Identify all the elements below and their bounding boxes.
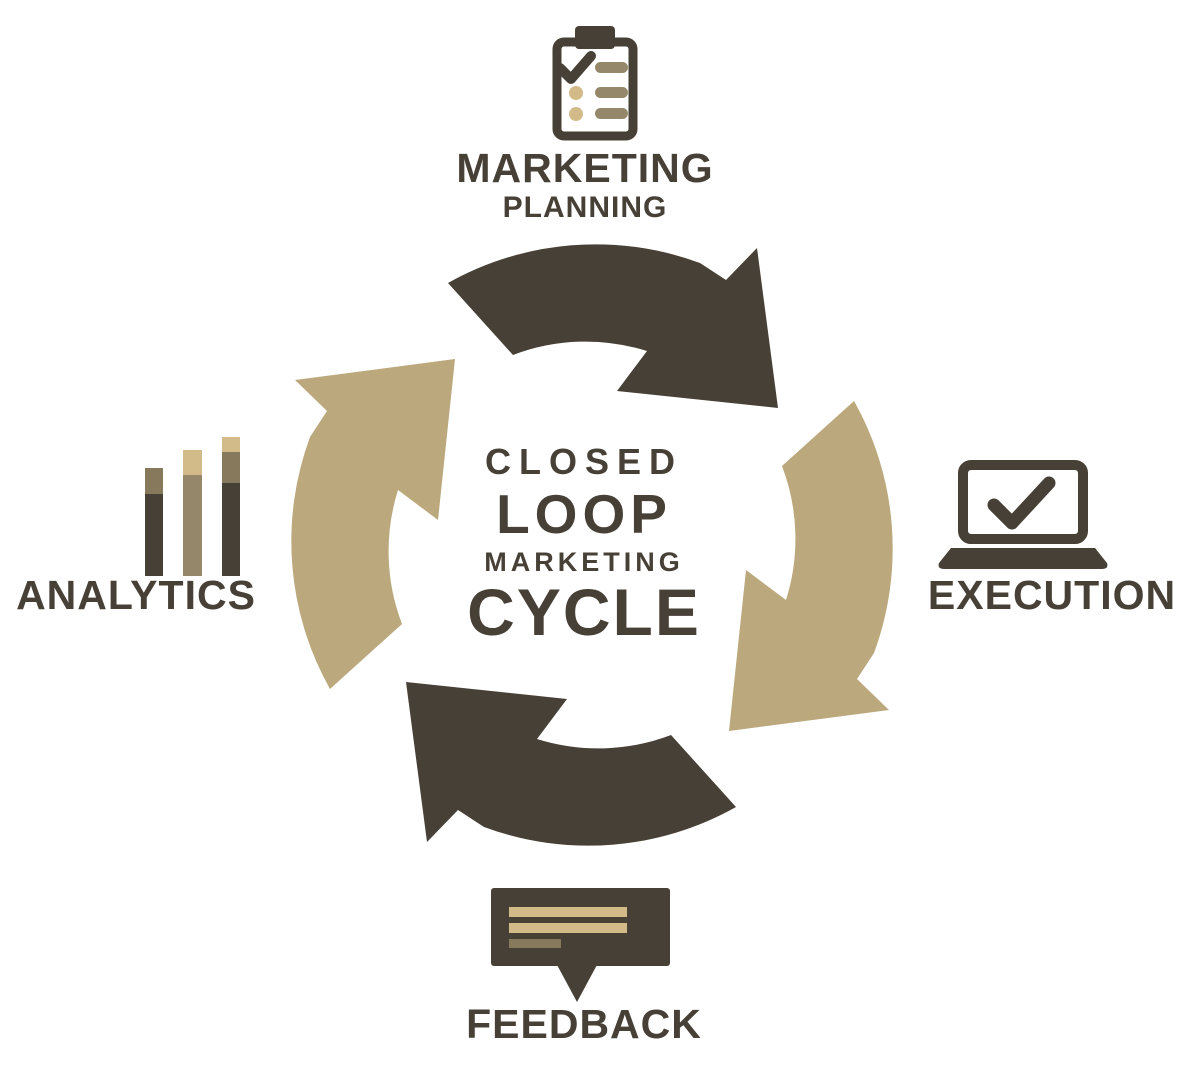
center-title-line-4: CYCLE [467,575,701,649]
bar-3-middle [222,452,240,483]
clipboard-checklist-icon [552,26,638,141]
laptop-checkmark [987,476,1056,530]
cycle-arrows [291,244,893,846]
bar-1-top [145,468,163,494]
bar-1-bottom [145,494,163,576]
bar-2-top [183,450,202,475]
bubble-text-line-1 [509,907,627,917]
clipboard-bullet-3 [569,107,583,121]
laptop-check-icon [938,460,1108,569]
cycle-arrow-left [291,359,455,689]
bar-2 [183,450,202,576]
bar-2-bottom [183,475,202,576]
clipboard-clip [575,26,615,49]
center-title-line-1: CLOSED [484,441,684,482]
bar-3-top [222,437,240,452]
bar-1 [145,468,163,576]
bubble-text-line-3 [509,939,561,948]
clipboard-line-2 [595,87,628,98]
bar-chart-icon [145,437,240,576]
center-title-line-2: LOOP [496,483,672,545]
cycle-arrow-right [729,401,893,731]
bubble-tail [556,963,598,1002]
clipboard-line-1 [595,62,628,73]
marketing-planning-title: MARKETING [456,145,714,191]
stage-label-marketing-planning: MARKETING PLANNING [456,148,713,223]
stage-label-analytics: ANALYTICS [16,572,256,618]
stage-label-execution: EXECUTION [927,572,1177,618]
cycle-arrow-bottom [406,682,736,846]
bubble-text-line-2 [509,923,627,933]
speech-bubble-icon [491,888,670,1002]
bar-3 [222,437,240,576]
marketing-planning-subtitle: PLANNING [502,191,668,224]
clipboard-line-3 [595,108,628,119]
center-title-line-3: MARKETING [484,547,684,577]
clipboard-bullet-2 [569,86,583,100]
laptop-base [938,548,1108,569]
stage-label-feedback: FEEDBACK [466,1001,702,1047]
clipboard-checkmark [555,51,596,84]
bar-3-bottom [222,483,240,576]
cycle-arrow-top [448,244,778,408]
